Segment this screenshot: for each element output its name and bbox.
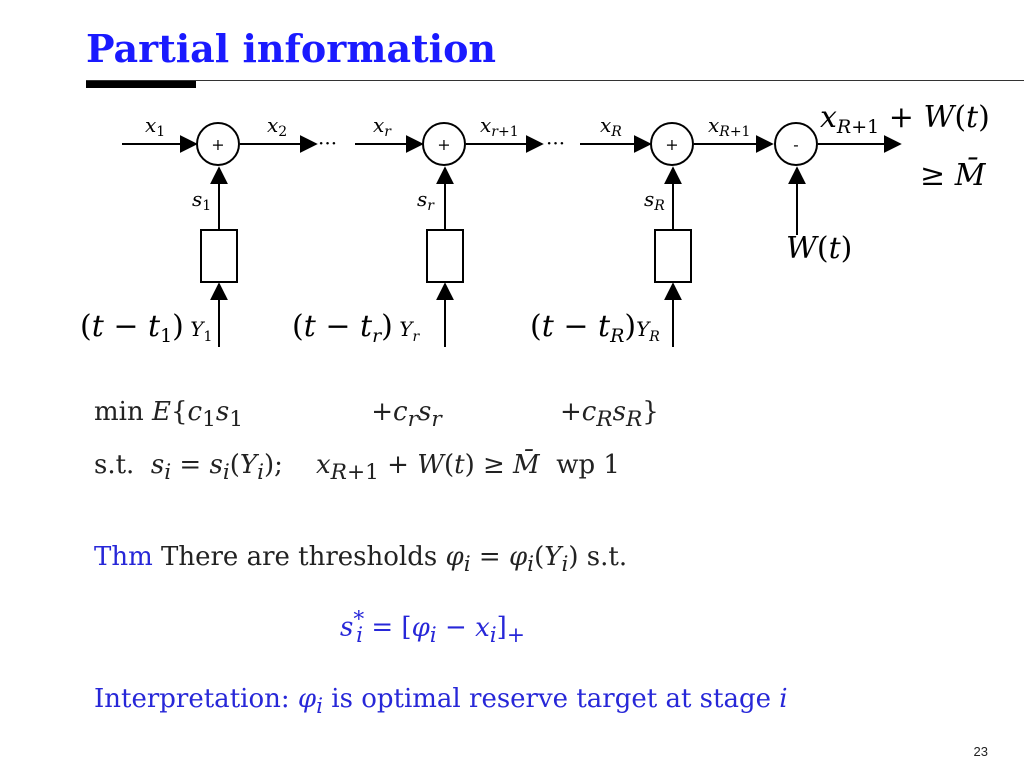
observation-label-R: (t − tR)YR	[530, 309, 660, 347]
flow-label-xr1: xr+1	[480, 113, 519, 140]
title-rule	[86, 80, 1024, 81]
junction-sign-minus: -	[793, 135, 798, 154]
output-label: xR+1 + W(t)	[820, 100, 990, 138]
junction-sign-1: +	[211, 135, 224, 154]
theorem-formula: s*i = [φi − xi]+	[340, 607, 525, 648]
flow-label-x1: x1	[145, 113, 165, 140]
title-rule-accent	[86, 81, 196, 88]
output-constraint: ≥ M̄	[920, 157, 987, 193]
control-label-s1: s1	[192, 187, 211, 214]
flow-ellipsis-2: ···	[546, 131, 565, 155]
junction-sign-R: +	[665, 135, 678, 154]
disturbance-label: W(t)	[786, 231, 852, 266]
constraint-line: s.t. si = si(Yi); xR+1 + W(t) ≥ M̄ wp 1	[94, 450, 620, 486]
interpretation-text: Interpretation: φi is optimal reserve ta…	[94, 684, 788, 720]
flow-label-xr: xr	[373, 113, 392, 140]
control-label-sR: sR	[644, 187, 665, 214]
decision-box-1	[200, 229, 238, 283]
sum-junction-1	[196, 122, 240, 166]
page-title: Partial information	[86, 26, 497, 71]
objective-function: min E{c1s1 +crsr +cRsR}	[94, 397, 659, 433]
junction-sign-r: +	[437, 135, 450, 154]
flow-ellipsis-1: ···	[318, 131, 337, 155]
observation-label-r: (t − tr) Yr	[292, 309, 420, 347]
observation-label-1: (t − t1) Y1	[80, 309, 212, 347]
reserve-diagram: + + + - ··· ··· x1 x2 xr xr+1 xR xR+1 xR…	[80, 100, 990, 347]
theorem-statement: Thm There are thresholds φi = φi(Yi) s.t…	[94, 542, 628, 578]
flow-label-xR1: xR+1	[708, 113, 750, 140]
control-label-sr: sr	[417, 187, 435, 214]
sum-junction-r	[422, 122, 466, 166]
page-number: 23	[973, 744, 988, 759]
flow-label-x2: x2	[267, 113, 287, 140]
decision-box-r	[426, 229, 464, 283]
decision-box-R	[654, 229, 692, 283]
flow-label-xR: xR	[600, 113, 622, 140]
difference-junction	[774, 122, 818, 166]
sum-junction-R	[650, 122, 694, 166]
